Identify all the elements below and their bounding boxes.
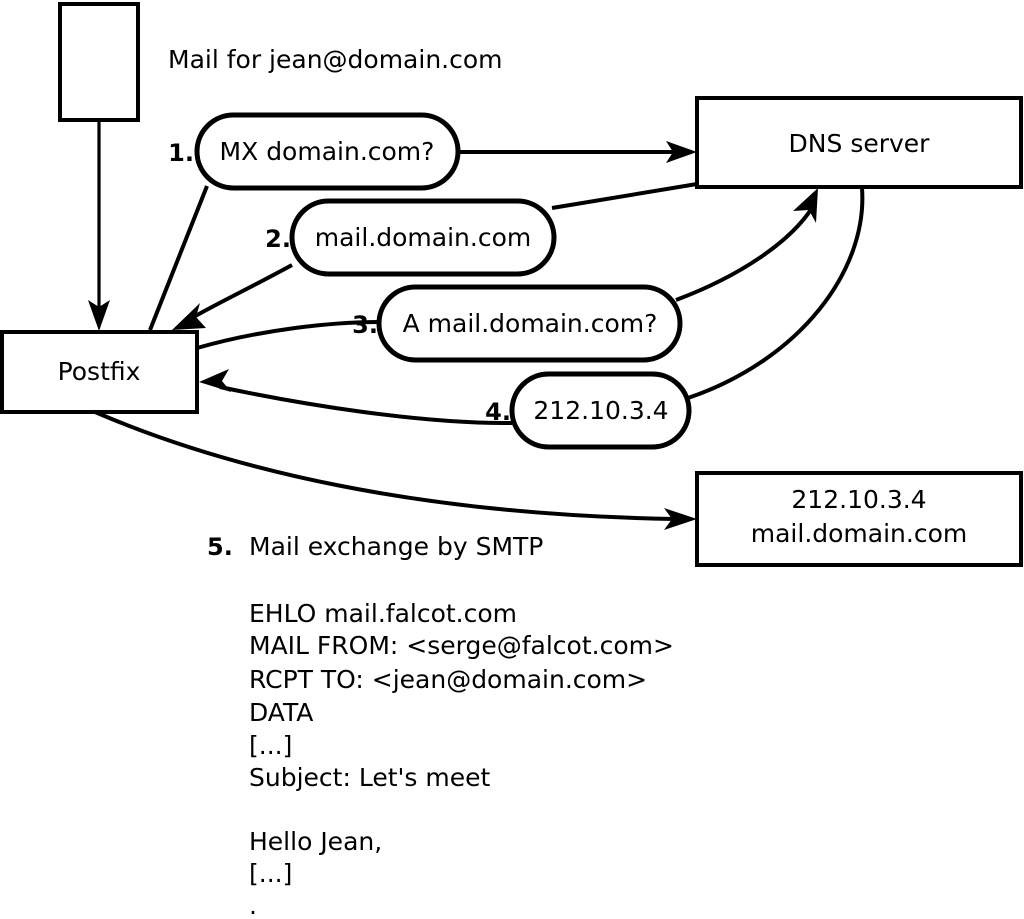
arrowhead-step3-to-dns bbox=[793, 188, 818, 223]
edge-postfix-to-step3 bbox=[196, 320, 380, 350]
smtp-transcript: EHLO mail.falcot.com MAIL FROM: <serge@f… bbox=[249, 599, 674, 919]
step-3-number: 3. bbox=[352, 311, 378, 339]
smtp-line-1: MAIL FROM: <serge@falcot.com> bbox=[249, 631, 674, 660]
step-5-label: Mail exchange by SMTP bbox=[249, 532, 543, 561]
edge-step3-to-dns bbox=[675, 206, 814, 302]
bubble-step-4-label: 212.10.3.4 bbox=[533, 396, 668, 425]
step-2-number: 2. bbox=[265, 225, 291, 253]
edge-postfix-to-step1 bbox=[148, 185, 209, 331]
smtp-line-2: RCPT TO: <jean@domain.com> bbox=[249, 665, 647, 694]
arrowhead-step4-to-postfix bbox=[199, 369, 231, 392]
edge-dns-to-step2 bbox=[551, 182, 698, 210]
node-dns-server bbox=[695, 96, 1023, 189]
node-postfix bbox=[0, 330, 199, 414]
node-source-box bbox=[58, 2, 140, 122]
node-target-server-ip: 212.10.3.4 bbox=[791, 485, 926, 514]
node-dns-server-label: DNS server bbox=[789, 129, 931, 158]
edge-postfix-to-target bbox=[94, 410, 677, 521]
step-4-number: 4. bbox=[485, 398, 511, 426]
bubble-step-3-label: A mail.domain.com? bbox=[403, 309, 658, 338]
arrowhead-step1-to-dns bbox=[666, 141, 697, 163]
step-5-number: 5. bbox=[207, 533, 233, 561]
smtp-line-0: EHLO mail.falcot.com bbox=[249, 599, 517, 628]
bubble-step-2-label: mail.domain.com bbox=[315, 223, 531, 252]
smtp-line-5: Subject: Let's meet bbox=[249, 763, 490, 792]
smtp-line-3: DATA bbox=[249, 698, 313, 727]
bubble-step-3 bbox=[376, 284, 683, 363]
edge-step4-to-postfix bbox=[219, 385, 513, 426]
step-1-number: 1. bbox=[168, 139, 194, 167]
smtp-line-8: [...] bbox=[249, 859, 292, 888]
bubble-step-1 bbox=[194, 112, 461, 191]
smtp-line-7: Hello Jean, bbox=[249, 827, 382, 856]
bubble-step-4 bbox=[509, 371, 692, 450]
caption-mail-for: Mail for jean@domain.com bbox=[168, 45, 503, 74]
node-target-server-hostname: mail.domain.com bbox=[751, 519, 967, 548]
arrowhead-postfix-to-target bbox=[664, 508, 697, 530]
bubble-step-1-label: MX domain.com? bbox=[220, 137, 435, 166]
node-postfix-label: Postfix bbox=[58, 357, 141, 386]
smtp-line-10: . bbox=[249, 891, 257, 919]
edge-dns-to-step4 bbox=[687, 187, 865, 400]
smtp-line-4: [...] bbox=[249, 731, 292, 760]
arrowhead-step2-to-postfix bbox=[172, 303, 206, 330]
arrowhead-source-to-postfix bbox=[88, 300, 110, 331]
bubble-step-2 bbox=[289, 198, 557, 277]
edge-step2-to-postfix bbox=[190, 263, 293, 320]
